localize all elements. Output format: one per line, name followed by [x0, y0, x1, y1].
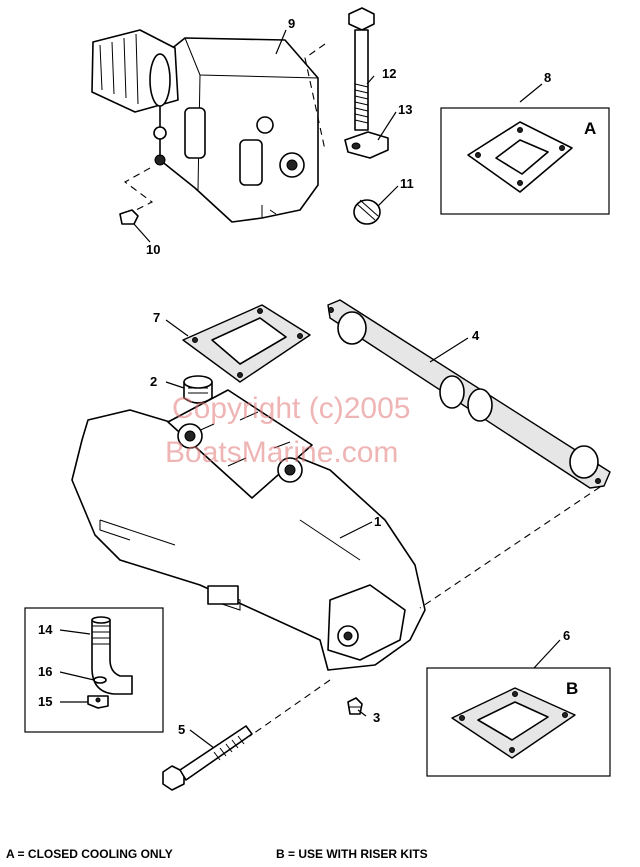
part-4-gasket-strip	[327, 299, 611, 489]
assembly-line-4-1	[419, 486, 601, 609]
part-5-bolt	[162, 725, 253, 791]
callout-9: 9	[288, 16, 295, 31]
callout-1: 1	[374, 514, 381, 529]
part-1-exhaust-manifold	[71, 389, 426, 671]
assembly-line-9-12	[304, 43, 326, 151]
callout-5: 5	[178, 722, 185, 737]
inset-b-letter: B	[566, 679, 578, 698]
callout-3: 3	[373, 710, 380, 725]
part-15-fitting	[87, 695, 109, 709]
callout-11: 11	[400, 176, 414, 191]
part-9-exhaust-elbow	[91, 29, 319, 223]
assembly-line-9-10	[123, 167, 154, 211]
inset-fittings-box	[24, 607, 164, 733]
legend-a: A = CLOSED COOLING ONLY	[6, 847, 173, 861]
part-2-plug	[183, 375, 213, 404]
callout-13: 13	[398, 102, 412, 117]
part-16-o-ring	[93, 676, 107, 684]
part-7-gasket	[182, 304, 311, 383]
watermark-line-2: BoatsMarine.com	[165, 436, 399, 469]
part-10-plug	[119, 209, 139, 225]
callout-12: 12	[382, 66, 396, 81]
assembly-line-1-5	[249, 679, 331, 737]
inset-a-letter: A	[584, 119, 596, 138]
callout-10: 10	[146, 242, 160, 257]
legend-b: B = USE WITH RISER KITS	[276, 847, 428, 861]
callout-15: 15	[38, 694, 52, 709]
part-13-clamp	[344, 131, 389, 159]
part-12-bolt	[348, 7, 375, 131]
callout-2: 2	[150, 374, 157, 389]
callout-4: 4	[472, 328, 480, 343]
callout-numbers: 1 2 3 4 5 6 7 8 9 10 11 12 13 14 15 16 A…	[38, 16, 596, 737]
callout-7: 7	[153, 310, 160, 325]
callout-14: 14	[38, 622, 53, 637]
part-11-plug	[353, 199, 381, 225]
callout-8: 8	[544, 70, 551, 85]
leader-lines	[59, 29, 561, 749]
callout-6: 6	[563, 628, 570, 643]
callout-16: 16	[38, 664, 52, 679]
watermark-line-1: Copyright (c)2005	[172, 392, 411, 425]
inset-b-box	[426, 667, 611, 777]
inset-a-box	[440, 107, 610, 215]
